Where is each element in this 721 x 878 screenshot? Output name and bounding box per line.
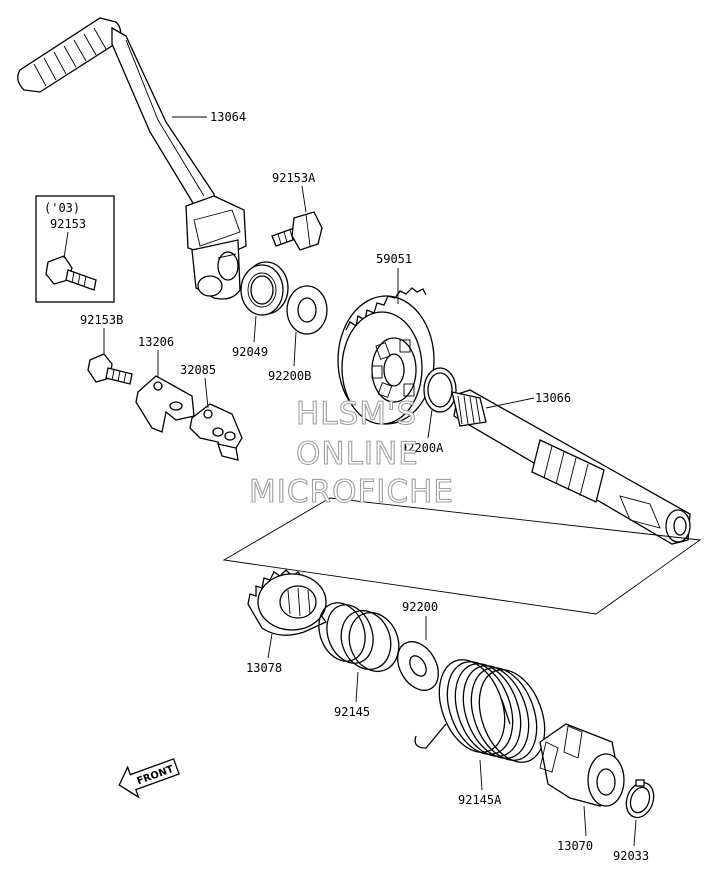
label-year-03: ('03): [44, 201, 80, 215]
label-92200b: 92200B: [268, 369, 311, 383]
label-92145: 92145: [334, 705, 370, 719]
kick-gear-part[interactable]: [337, 287, 435, 425]
leader-92049: [253, 315, 257, 343]
label-92153: 92153: [50, 217, 86, 231]
leader-92153: [63, 231, 69, 259]
label-92200: 92200: [402, 600, 438, 614]
leader-13070: [583, 805, 587, 837]
watermark-line-1: HLSM'S: [296, 396, 417, 432]
circlip-part[interactable]: [622, 779, 659, 822]
ratchet-gear-part[interactable]: [247, 569, 328, 636]
kick-shaft-part[interactable]: [451, 389, 691, 545]
front-direction-arrow: FRONT: [118, 758, 180, 799]
label-13206: 13206: [138, 335, 174, 349]
spring-guide-part[interactable]: [539, 723, 625, 807]
label-92049: 92049: [232, 345, 268, 359]
leader-92200a: [427, 409, 433, 439]
bolt-92153a-part[interactable]: [271, 211, 323, 251]
washer-92200a-part[interactable]: [423, 367, 457, 413]
label-13070: 13070: [557, 839, 593, 853]
leader-13078: [267, 633, 273, 659]
label-59051: 59051: [376, 252, 412, 266]
leader-13066: [485, 397, 535, 409]
label-32085: 32085: [180, 363, 216, 377]
variant-box: [35, 195, 115, 303]
label-92200a: 92200A: [400, 441, 444, 455]
leader-92033: [633, 819, 637, 847]
label-92145a: 92145A: [458, 793, 502, 807]
washer-92200-part[interactable]: [389, 634, 446, 697]
leader-92145: [355, 671, 359, 703]
oil-seal-part[interactable]: [240, 261, 289, 316]
watermark: HLSM'S ONLINE MICROFICHE: [248, 395, 454, 510]
plate-32085-part[interactable]: [189, 403, 243, 461]
washer-92200b-part[interactable]: [286, 285, 328, 335]
label-92033: 92033: [613, 849, 649, 863]
watermark-line-2: ONLINE: [296, 436, 419, 472]
plate-13206-part[interactable]: [135, 375, 195, 433]
leader-92145a: [479, 759, 483, 791]
bolt-92153-part[interactable]: [45, 255, 97, 291]
label-92153a: 92153A: [272, 171, 316, 185]
label-13066: 13066: [535, 391, 571, 405]
label-13078: 13078: [246, 661, 282, 675]
leader-32085: [204, 377, 209, 409]
leader-92200b: [293, 331, 297, 367]
bolt-92153b-part[interactable]: [87, 353, 133, 385]
label-13064: 13064: [210, 110, 246, 124]
leader-92153a: [301, 185, 307, 213]
watermark-line-3: MICROFICHE: [249, 474, 454, 510]
torsion-spring-part[interactable]: [414, 651, 556, 772]
spring-92145-part[interactable]: [311, 596, 407, 678]
label-92153b: 92153B: [80, 313, 123, 327]
assembly-reference-box: [222, 497, 702, 615]
kick-pedal-part[interactable]: [17, 17, 247, 300]
